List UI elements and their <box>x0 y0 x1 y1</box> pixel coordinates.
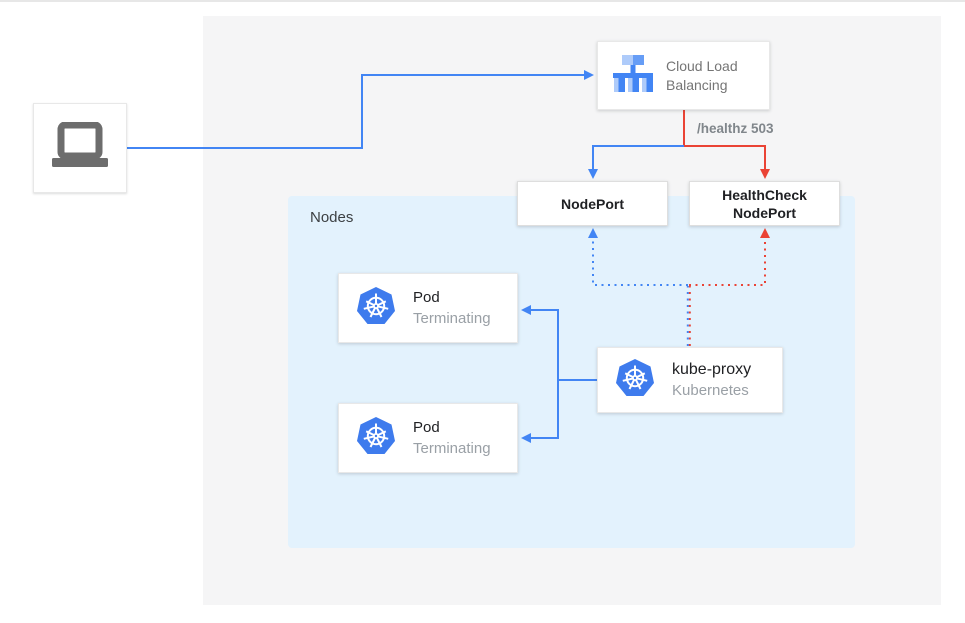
pod-title: Pod <box>413 419 440 436</box>
kubernetes-icon <box>356 416 396 461</box>
pod-status: Terminating <box>413 440 491 457</box>
nodeport-label: NodePort <box>561 195 624 212</box>
kube-proxy-text: kube-proxy Kubernetes <box>672 359 751 401</box>
laptop-icon <box>51 121 109 175</box>
cloud-load-balancing-node: Cloud Load Balancing <box>597 41 770 110</box>
pod-text: Pod Terminating <box>413 417 491 459</box>
client-node <box>33 103 127 193</box>
page-top-border <box>0 0 965 2</box>
pod-title: Pod <box>413 289 440 306</box>
pod-node-1: Pod Terminating <box>338 273 518 343</box>
kubernetes-icon <box>615 358 655 403</box>
cloud-load-balancing-label: Cloud Load Balancing <box>666 57 738 93</box>
cloud-load-balancing-icon <box>611 53 653 98</box>
kube-proxy-title: kube-proxy <box>672 361 752 378</box>
pod-status: Terminating <box>413 310 491 327</box>
healthcheck-nodeport-label: HealthCheck NodePort <box>722 186 807 221</box>
healthcheck-nodeport-node: HealthCheck NodePort <box>689 181 840 226</box>
kube-proxy-subtitle: Kubernetes <box>672 382 749 399</box>
nodes-group-label: Nodes <box>310 209 354 226</box>
pod-node-2: Pod Terminating <box>338 403 518 473</box>
kubernetes-icon <box>356 286 396 331</box>
healthz-annotation: /healthz 503 <box>697 121 774 136</box>
pod-text: Pod Terminating <box>413 287 491 329</box>
nodeport-node: NodePort <box>517 181 668 226</box>
kube-proxy-node: kube-proxy Kubernetes <box>597 347 783 413</box>
